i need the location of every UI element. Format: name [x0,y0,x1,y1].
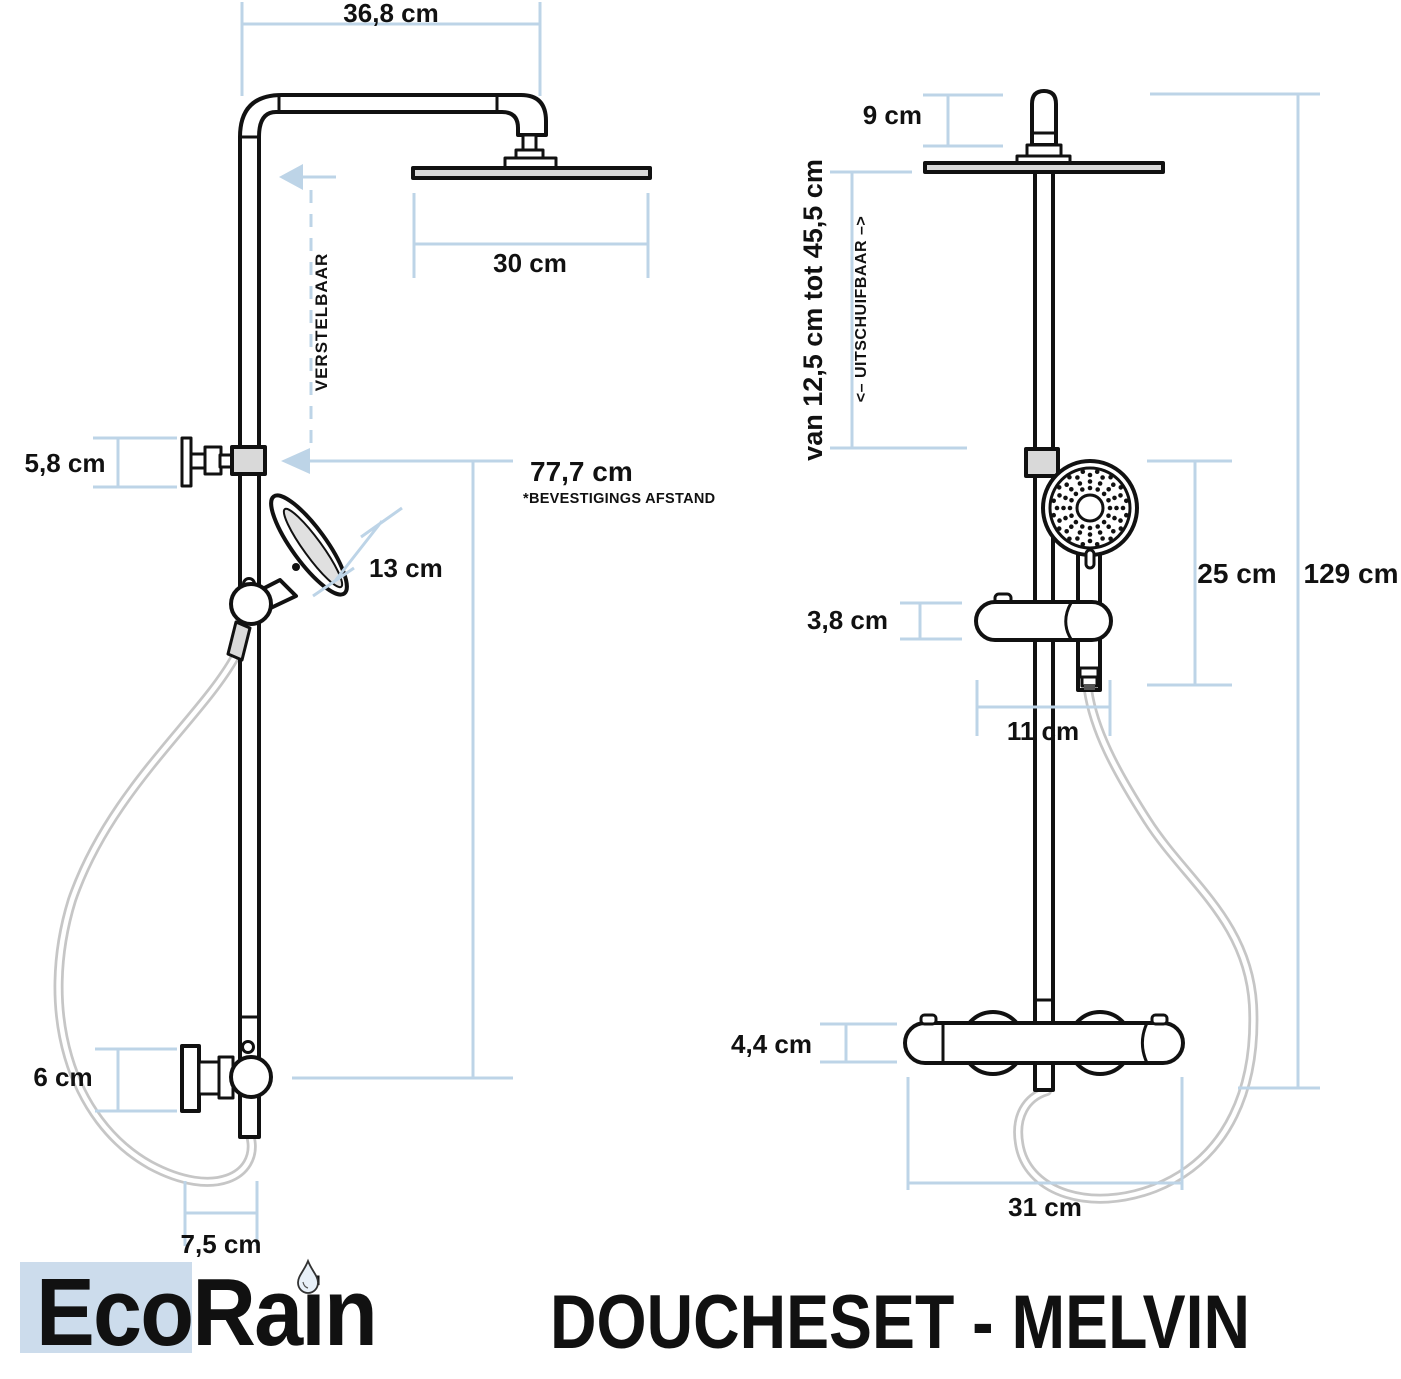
dimension-labels: 36,8 cm 30 cm VERSTELBAAR 5,8 cm 77,7 cm… [25,0,1399,1259]
dim-label-adjustable: VERSTELBAAR [312,253,331,392]
shower-hose-front [1013,685,1259,1204]
slider-block-front [1024,447,1060,478]
shower-set-side-view [53,93,652,1187]
hand-shower-side [226,493,349,662]
dim-hand-shower-height [1147,459,1232,687]
dim-label-extendable-range: van 12,5 cm tot 45,5 cm [798,159,828,461]
footer: EcoRain DOUCHESET - MELVIN [20,1258,1250,1366]
product-title: DOUCHESET - MELVIN [550,1280,1250,1365]
dim-label-mount-distance: 77,7 cm [530,456,633,487]
dim-label-extendable: <– UITSCHUIFBAAR –> [853,216,870,402]
dim-hand-shower-length [312,506,403,598]
arrow-left-icon [279,164,303,190]
dim-top-bracket [93,436,177,489]
hand-shower-front [1041,459,1139,692]
dim-note-mount-distance: *BEVESTIGINGS AFSTAND [523,491,715,507]
dim-label-hand-shower-height: 25 cm [1197,558,1276,589]
dim-label-total-height: 129 cm [1304,558,1399,589]
dimension-arrows [279,164,310,474]
hand-shower-holder [974,592,1113,642]
shower-hose-side [53,652,257,1187]
dim-label-bottom-bracket: 6 cm [33,1062,92,1092]
arrow-left-icon [281,448,310,474]
dim-label-mixer-height: 4,4 cm [731,1029,812,1059]
dim-mount-distance [292,459,513,1080]
rain-shower-head-front [923,89,1165,174]
holder-ball [229,582,273,626]
dim-bottom-offset [183,1181,259,1246]
thermostatic-mixer [903,1010,1185,1076]
dim-extendable [830,170,967,450]
hand-shower-nozzle [226,620,252,662]
dim-label-mixer-width: 31 cm [1008,1192,1082,1222]
dim-label-head-connector: 9 cm [863,100,922,130]
spray-face-dots [1051,469,1129,547]
shower-set-front-view [903,89,1259,1204]
dim-label-holder-width: 11 cm [1007,716,1079,746]
dim-label-arm-width: 36,8 cm [343,0,438,28]
dim-label-head-diameter: 30 cm [493,248,567,278]
dim-label-bottom-offset: 7,5 cm [181,1229,262,1259]
dim-total-height [1150,92,1320,1090]
brand-logo: EcoRain [36,1259,376,1366]
dim-label-hand-shower-length: 13 cm [369,553,443,583]
wall-bracket-top [180,436,267,488]
logo-highlight-box [20,1262,192,1353]
slider-block-side [230,445,267,476]
dim-holder-height [900,601,962,641]
dim-label-holder-height: 3,8 cm [807,605,888,635]
dim-arm-width [240,2,542,96]
dim-adjustable [303,175,336,452]
dim-head-connector [923,93,1003,148]
dim-label-top-bracket: 5,8 cm [25,448,106,478]
water-drop-icon [297,1258,319,1294]
dim-mixer-width [906,1077,1184,1190]
dimension-lines [93,2,1320,1246]
dim-head-diameter [412,193,650,278]
dim-bottom-bracket [95,1047,177,1113]
wall-bracket-bottom [180,1040,273,1113]
rain-shower-head-side [411,133,652,180]
dim-holder-width [975,680,1112,736]
dim-mixer-height [820,1022,897,1064]
